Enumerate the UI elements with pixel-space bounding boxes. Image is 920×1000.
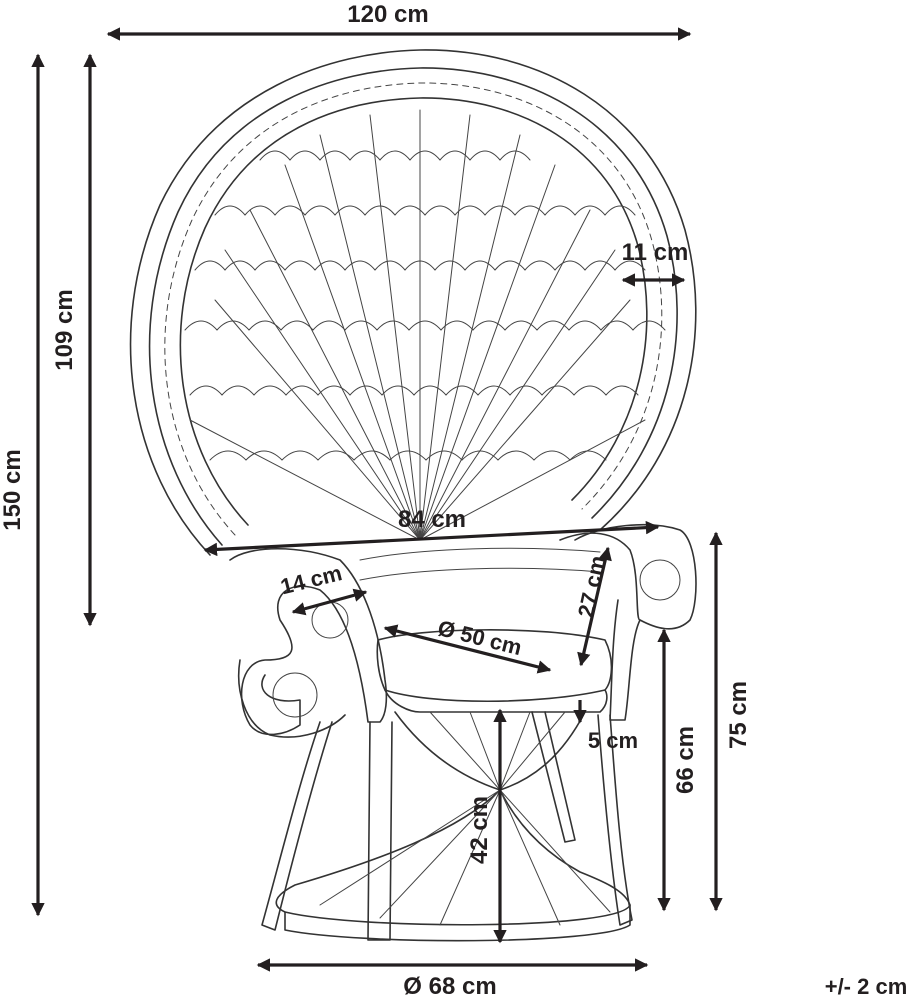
label-front-height: 75 cm <box>725 681 752 749</box>
label-armrest-width: 14 cm <box>278 560 345 599</box>
dim-line-seat-width <box>203 520 660 557</box>
dimension-lines <box>31 27 723 972</box>
label-cushion-thickness: 5 cm <box>588 728 638 753</box>
label-seat-height: 42 cm <box>466 796 493 864</box>
label-back-height: 109 cm <box>51 289 78 370</box>
dim-line-seat-diameter <box>383 624 552 674</box>
label-seat-width: 84 cm <box>398 506 466 533</box>
label-total-height: 150 cm <box>0 449 26 530</box>
dim-line-armrest-height <box>577 546 612 667</box>
chair-backrest <box>129 49 697 556</box>
label-rim-width: 11 cm <box>622 239 689 266</box>
chair-base <box>261 711 633 942</box>
label-tolerance: +/- 2 cm <box>825 974 908 999</box>
label-armrest-height: 27 cm <box>573 553 610 619</box>
label-armrest-floor-height: 66 cm <box>672 726 699 794</box>
dim-line-armrest-width <box>291 588 368 616</box>
label-total-width: 120 cm <box>347 1 428 28</box>
chair-drawing <box>129 49 697 942</box>
label-base-diameter: Ø 68 cm <box>403 973 496 1000</box>
